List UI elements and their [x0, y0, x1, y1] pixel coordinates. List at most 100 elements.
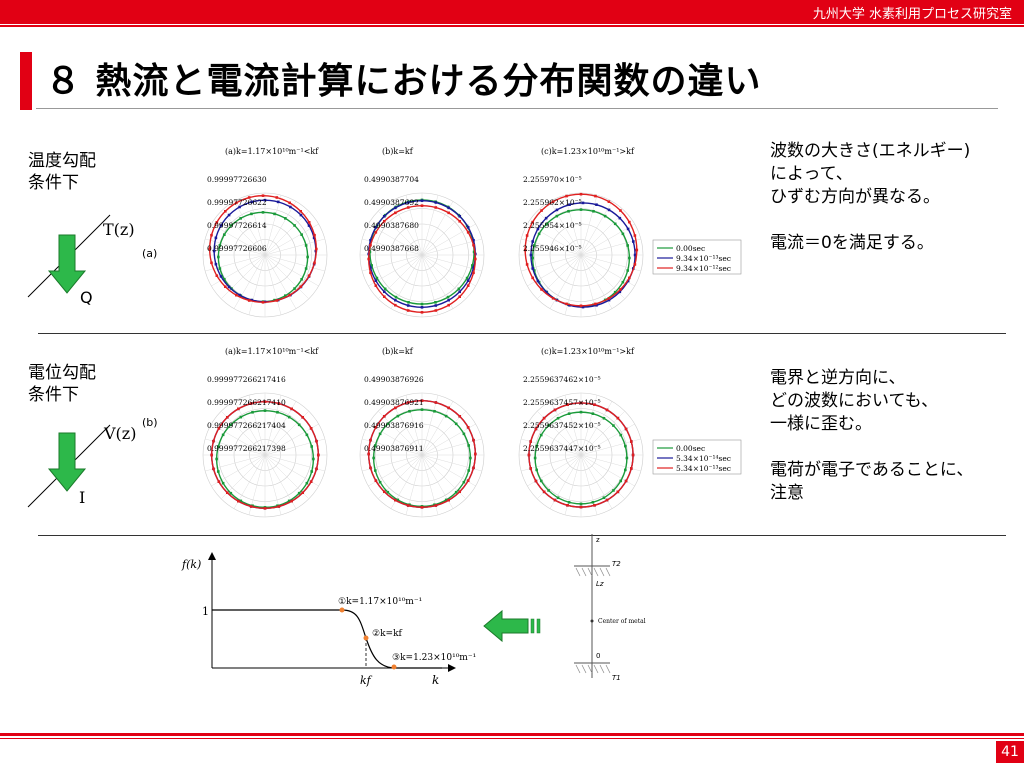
- polar-marker: [630, 467, 633, 470]
- header-bar: 九州大学 水素利用プロセス研究室: [0, 0, 1024, 24]
- polar-marker: [304, 267, 308, 270]
- row-separator-1: [38, 333, 1006, 334]
- polar-marker: [553, 408, 557, 412]
- polar-grid-spoke: [368, 454, 423, 487]
- polar-marker: [531, 256, 534, 260]
- polar-marker: [310, 470, 314, 473]
- polar-grid-spoke: [248, 395, 266, 456]
- polar-marker: [579, 410, 583, 414]
- polar-marker: [229, 423, 233, 427]
- polar-marker: [382, 214, 386, 218]
- polar-grid-spoke: [220, 210, 266, 256]
- polar-marker: [276, 410, 279, 414]
- polar-marker: [567, 501, 571, 504]
- polar-marker: [454, 490, 458, 494]
- polar-marker: [420, 306, 424, 309]
- polar-grid-spoke: [233, 401, 266, 456]
- polar-marker: [472, 438, 475, 442]
- polar-marker: [472, 243, 475, 247]
- polar-marker: [223, 233, 226, 236]
- polar-marker: [434, 309, 438, 312]
- left-arrow-icon: [483, 609, 541, 643]
- title-rule: [36, 108, 998, 109]
- polar-marker: [624, 468, 627, 472]
- polar-marker: [290, 407, 293, 411]
- polar-grid-spoke: [211, 423, 266, 456]
- panel-tag: (b): [142, 416, 158, 429]
- polar-tick-label: 0.999977266217398: [207, 444, 286, 453]
- polar-marker: [628, 256, 631, 260]
- polar-marker: [532, 269, 536, 272]
- polar-plot-title: (c)k=1.23×10¹⁰m⁻¹>kf: [541, 347, 635, 356]
- fermi-distribution-chart: f(k) 1 k kf ①k=1.17×10¹⁰m⁻¹ ②k=kf ③k=1.2…: [181, 552, 476, 687]
- polar-marker: [532, 244, 536, 247]
- polar-grid-spoke: [580, 223, 635, 256]
- polar-marker: [307, 224, 311, 227]
- polar-marker: [469, 456, 472, 460]
- polar-plot-title: (a)k=1.17×10¹⁰m⁻¹<kf: [225, 347, 319, 356]
- title-accent-bar: [20, 52, 32, 110]
- polar-marker: [261, 194, 265, 197]
- polar-marker: [624, 427, 628, 431]
- polar-marker: [545, 222, 549, 226]
- polar-marker: [284, 294, 287, 297]
- polar-marker: [238, 205, 241, 209]
- polar-marker: [382, 295, 386, 299]
- polar-plot-3: (c)k=1.23×10¹⁰m⁻¹>kf2.255970×10⁻⁵2.25596…: [518, 147, 644, 318]
- condition-temperature: 温度勾配 条件下: [28, 151, 96, 193]
- polar-marker: [628, 276, 631, 280]
- polar-marker: [406, 304, 410, 307]
- polar-grid-spoke: [580, 254, 635, 287]
- polar-marker: [474, 257, 477, 261]
- polar-marker: [556, 416, 560, 420]
- polar-marker: [300, 233, 303, 236]
- polar-marker: [217, 480, 221, 483]
- polar-grid-spoke: [368, 423, 423, 456]
- legend-label: 0.00sec: [676, 444, 705, 453]
- polar-marker: [210, 453, 213, 457]
- gradient-diagram-temperature: T(z) (a) Q: [27, 214, 157, 307]
- polar-grid-spoke: [248, 195, 266, 256]
- polar-marker: [632, 240, 635, 243]
- polar-marker: [434, 504, 438, 507]
- polar-marker: [275, 299, 279, 302]
- polar-tick-label: 0.99997726630: [207, 175, 267, 184]
- lz-label: Lz: [596, 580, 604, 588]
- polar-marker: [472, 238, 475, 242]
- polar-marker: [434, 206, 438, 209]
- polar-tick-label: 0.4990387692: [364, 198, 419, 207]
- polar-marker: [293, 287, 296, 290]
- polar-marker: [229, 491, 233, 495]
- polar-grid-spoke: [264, 210, 310, 256]
- polar-marker: [444, 498, 448, 502]
- polar-marker: [565, 302, 568, 306]
- polar-marker: [529, 440, 532, 443]
- polar-marker: [290, 499, 293, 503]
- polar-marker: [525, 263, 529, 266]
- polar-marker: [367, 452, 370, 456]
- polar-grid-spoke: [580, 195, 598, 256]
- polar-marker: [369, 243, 372, 247]
- polar-marker: [529, 253, 533, 257]
- polar-tick-label: 0.4990387680: [364, 221, 419, 230]
- flux-arrow-icon: [47, 234, 87, 294]
- polar-marker: [219, 275, 223, 278]
- polar-tick-label: 2.2559637462×10⁻⁵: [523, 375, 601, 384]
- polar-grid-spoke: [264, 254, 325, 272]
- polar-marker: [566, 403, 569, 406]
- polar-marker: [581, 201, 585, 205]
- polar-plots-row-b: (a)k=1.17×10¹⁰m⁻¹<kf0.9999772662174160.9…: [202, 347, 742, 518]
- page-number: 41: [996, 741, 1024, 763]
- polar-marker: [273, 212, 276, 216]
- polar-marker: [406, 401, 410, 404]
- polar-tick-label: 2.255954×10⁻⁵: [523, 221, 582, 230]
- polar-tick-label: 0.99997726622: [207, 198, 267, 207]
- polar-marker: [593, 504, 596, 507]
- polar-marker: [250, 212, 253, 216]
- condition-potential: 電位勾配 条件下: [28, 363, 96, 405]
- polar-tick-label: 2.2559637452×10⁻⁵: [523, 421, 601, 430]
- polar-marker: [467, 444, 471, 447]
- polar-marker: [633, 234, 637, 237]
- polar-marker: [369, 466, 372, 470]
- polar-marker: [605, 408, 609, 412]
